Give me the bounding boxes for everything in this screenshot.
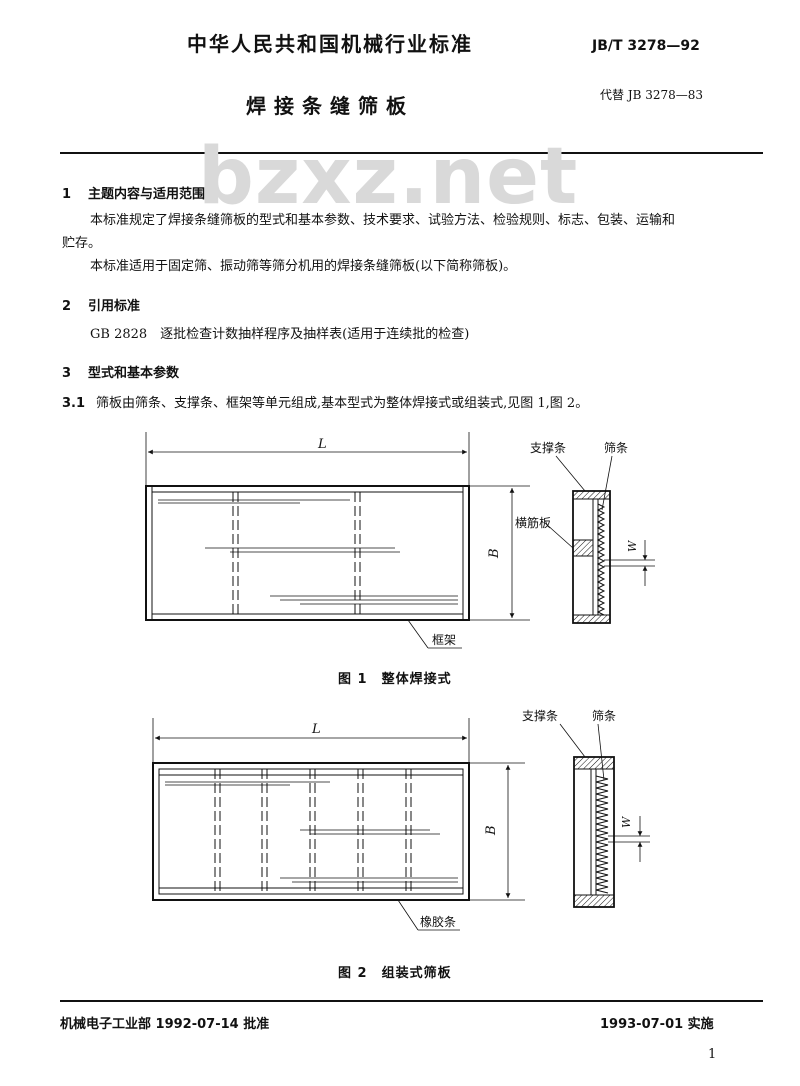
fig1-label-frame: 框架 [432, 633, 456, 647]
section-number: 2 [62, 299, 72, 314]
replaces-note: 代替 JB 3278—83 [600, 88, 704, 102]
fig2-dim-l: L [311, 722, 321, 737]
document-title: 焊接条缝筛板 [246, 94, 414, 118]
fig2-dim-w: W [620, 815, 633, 828]
clause-3-1: 3.1 筛板由筛条、支撑条、框架等单元组成,基本型式为整体焊接式或组装式,见图 1… [62, 393, 762, 415]
effective-date: 1993-07-01 实施 [600, 1017, 714, 1032]
figure-1-plan-view [145, 432, 530, 649]
section-1-para-1a: 本标准规定了焊接条缝筛板的型式和基本参数、技术要求、试验方法、检验规则、标志、包… [90, 213, 676, 228]
header-rule [60, 152, 763, 154]
figure-1-section-view [544, 455, 655, 624]
page-number: 1 [708, 1047, 717, 1062]
figure-2-plan-view [152, 718, 525, 931]
section-number: 1 [62, 187, 72, 202]
section-title: 引用标准 [88, 299, 141, 314]
section-1-para-2: 本标准适用于固定筛、振动筛等筛分机用的焊接条缝筛板(以下简称筛板)。 [90, 259, 517, 274]
fig2-label-bar: 筛条 [592, 708, 616, 723]
standard-number: JB/T 3278—92 [592, 38, 700, 54]
section-1-heading: 1 主题内容与适用范围 [62, 183, 205, 202]
fig1-dim-b: B [487, 548, 502, 559]
clause-number: 3.1 [62, 396, 86, 411]
fig1-label-bar: 筛条 [604, 440, 628, 455]
figure-2-caption: 图 2 组装式筛板 [338, 966, 452, 981]
fig1-dim-w: W [626, 539, 639, 552]
fig2-label-rubber: 橡胶条 [420, 914, 456, 929]
watermark: bzxz.net [198, 132, 579, 222]
fig1-label-cross: 横筋板 [515, 515, 551, 530]
figure-1-caption: 图 1 整体焊接式 [338, 672, 452, 687]
section-2-heading: 2 引用标准 [62, 295, 140, 314]
section-title: 主题内容与适用范围 [88, 187, 206, 202]
fig2-label-support: 支撑条 [522, 708, 558, 723]
section-title: 型式和基本参数 [88, 366, 180, 381]
approval-note: 机械电子工业部 1992-07-14 批准 [60, 1017, 270, 1032]
figure-2-section-view [559, 723, 650, 908]
fig1-label-support: 支撑条 [530, 440, 566, 455]
section-2-reference: GB 2828 逐批检查计数抽样程序及抽样表(适用于连续批的检查) [90, 327, 470, 342]
section-3-heading: 3 型式和基本参数 [62, 362, 179, 381]
clause-text: 筛板由筛条、支撑条、框架等单元组成,基本型式为整体焊接式或组装式,见图 1,图 … [96, 396, 589, 411]
section-1-para-1b: 贮存。 [62, 236, 102, 251]
org-title: 中华人民共和国机械行业标准 [187, 32, 473, 56]
fig1-dim-l: L [317, 437, 327, 452]
footer-rule [60, 1000, 763, 1002]
fig2-dim-b: B [484, 825, 499, 836]
section-number: 3 [62, 366, 72, 381]
